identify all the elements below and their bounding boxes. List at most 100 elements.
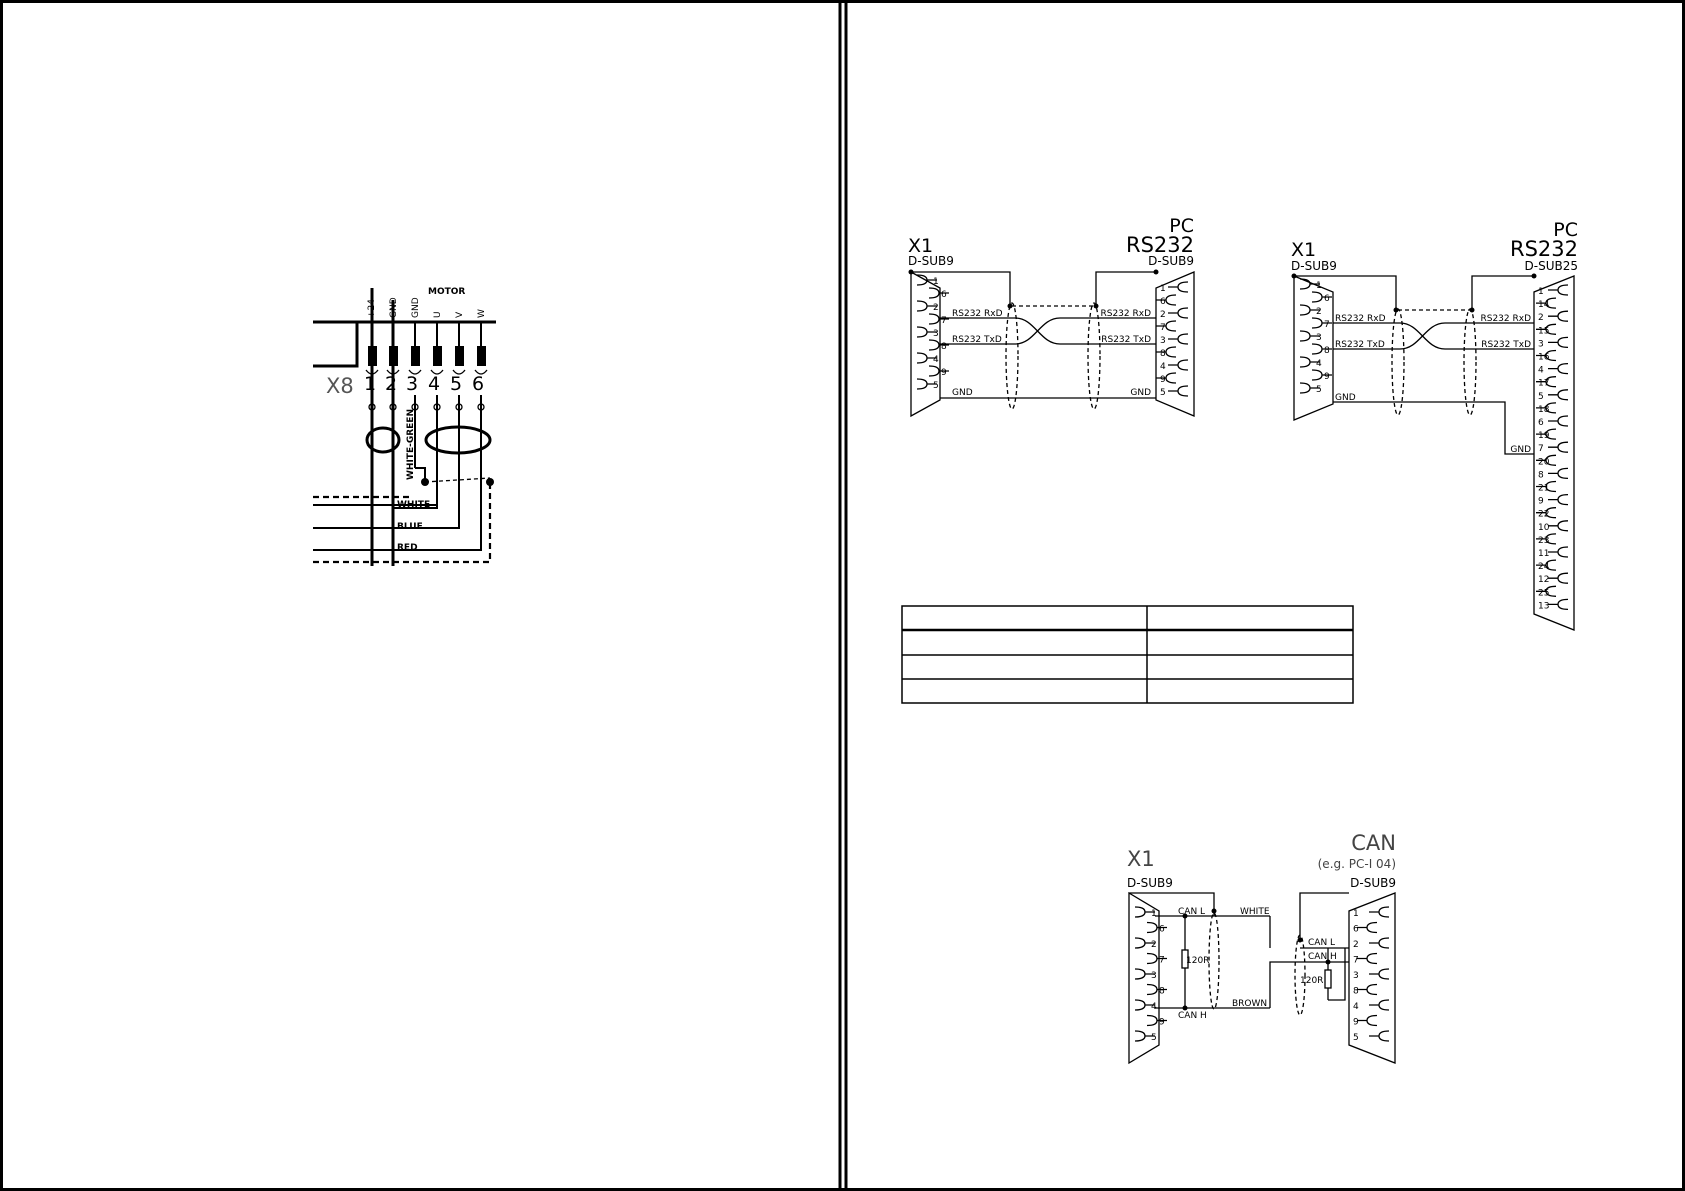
gnd-right: GND xyxy=(1130,388,1151,398)
terminal-number: 3 xyxy=(406,373,418,395)
pin-number: 6 xyxy=(1538,418,1544,428)
wire-white: WHITE xyxy=(1240,907,1270,917)
pin-number: 5 xyxy=(933,381,939,391)
motor-terminal-numbers: 1 2 3 4 5 6 xyxy=(364,373,484,395)
terminal-label: +24 xyxy=(367,299,377,318)
can-subtitle: (e.g. PC-I 04) xyxy=(1318,857,1396,871)
dsub25-right-connector: 1142153164175186197208219221023112412251… xyxy=(1533,275,1575,631)
right-title: PC xyxy=(1169,215,1194,237)
pin-number: 4 xyxy=(1151,1002,1157,1012)
pin-number: 3 xyxy=(1316,333,1322,343)
pin-number: 2 xyxy=(1160,310,1166,320)
pin-number: 1 xyxy=(1316,281,1322,291)
pin-number: 9 xyxy=(941,368,947,378)
resistor-left: 120R xyxy=(1186,956,1209,966)
right-title: PC xyxy=(1553,219,1578,241)
pin-number: 3 xyxy=(1160,336,1166,346)
pin-number: 15 xyxy=(1538,326,1549,336)
pin-number: 8 xyxy=(1353,987,1359,997)
left-connector-type: D-SUB9 xyxy=(1127,876,1173,890)
pin-number: 3 xyxy=(1151,971,1157,981)
terminal-number: 2 xyxy=(385,373,397,395)
left-connector-type: D-SUB9 xyxy=(908,254,954,268)
pin-number: 1 xyxy=(1538,287,1544,297)
can-bus-diagram: X1 D-SUB9 CAN (e.g. PC-I 04) D-SUB9 1627… xyxy=(1127,831,1396,1065)
rxd-left: RS232 RxD xyxy=(952,309,1003,319)
pin-number: 6 xyxy=(1324,294,1330,304)
txd-right: RS232 TxD xyxy=(1481,340,1531,350)
pin-number: 22 xyxy=(1538,510,1549,520)
terminal-number: 1 xyxy=(364,373,376,395)
pin-number: 5 xyxy=(1151,1033,1157,1043)
can-h-right: CAN H xyxy=(1308,952,1337,962)
gnd-left: GND xyxy=(1335,393,1356,403)
pin-number: 13 xyxy=(1538,601,1549,611)
pin-number: 11 xyxy=(1538,549,1549,559)
pin-number: 6 xyxy=(1159,925,1165,935)
wire-red: RED xyxy=(397,543,418,553)
pin-number: 6 xyxy=(1160,297,1166,307)
right-connector-type: D-SUB9 xyxy=(1148,254,1194,268)
connector-x8: X8 xyxy=(326,374,354,398)
terminal-label: V xyxy=(455,311,465,318)
right-connector-name: RS232 xyxy=(1126,233,1194,257)
pin-number: 10 xyxy=(1538,523,1550,533)
pin-number: 5 xyxy=(1353,1033,1359,1043)
pin-number: 1 xyxy=(933,277,939,287)
pin-number: 7 xyxy=(1160,323,1166,333)
can-l-left: CAN L xyxy=(1178,907,1205,917)
pin-number: 24 xyxy=(1538,562,1550,572)
right-connector-type: D-SUB9 xyxy=(1350,876,1396,890)
pin-number: 1 xyxy=(1353,909,1359,919)
right-connector-type: D-SUB25 xyxy=(1525,259,1578,273)
pin-number: 4 xyxy=(1538,366,1544,376)
motor-terminal-blocks xyxy=(365,322,488,375)
pin-number: 1 xyxy=(1160,284,1166,294)
pin-number: 16 xyxy=(1538,353,1550,363)
pin-number: 7 xyxy=(1538,444,1544,454)
pin-number: 8 xyxy=(1324,346,1330,356)
pin-number: 2 xyxy=(1353,940,1359,950)
motor-header: MOTOR xyxy=(428,287,465,297)
pin-number: 4 xyxy=(1353,1002,1359,1012)
left-connector-name: X1 xyxy=(1291,239,1316,261)
terminal-label: W xyxy=(477,309,487,318)
pin-number: 1 xyxy=(1151,909,1157,919)
pin-number: 5 xyxy=(1160,388,1166,398)
terminal-label: GND xyxy=(389,297,399,318)
pin-number: 5 xyxy=(1538,392,1544,402)
txd-left: RS232 TxD xyxy=(1335,340,1385,350)
pin-number: 6 xyxy=(941,290,947,300)
wire-white-green: WHITE-GREEN xyxy=(406,409,416,480)
gnd-right: GND xyxy=(1510,445,1531,455)
resistor-right: 120R xyxy=(1300,976,1323,986)
rxd-left: RS232 RxD xyxy=(1335,314,1386,324)
can-title: CAN xyxy=(1351,831,1396,855)
rxd-right: RS232 RxD xyxy=(1100,309,1151,319)
pin-number: 2 xyxy=(933,303,939,313)
gnd-left: GND xyxy=(952,388,973,398)
pin-number: 8 xyxy=(941,342,947,352)
pin-number: 8 xyxy=(1160,349,1166,359)
pin-number: 4 xyxy=(1316,359,1322,369)
pin-number: 3 xyxy=(933,329,939,339)
pin-number: 2 xyxy=(1316,307,1322,317)
pin-number: 9 xyxy=(1160,375,1166,385)
pin-number: 25 xyxy=(1538,588,1549,598)
pin-number: 9 xyxy=(1538,497,1544,507)
pin-number: 9 xyxy=(1353,1018,1359,1028)
pin-number: 21 xyxy=(1538,484,1549,494)
pin-number: 7 xyxy=(941,316,947,326)
txd-left: RS232 TxD xyxy=(952,335,1002,345)
pin-number: 7 xyxy=(1353,956,1359,966)
rxd-right: RS232 RxD xyxy=(1480,314,1531,324)
